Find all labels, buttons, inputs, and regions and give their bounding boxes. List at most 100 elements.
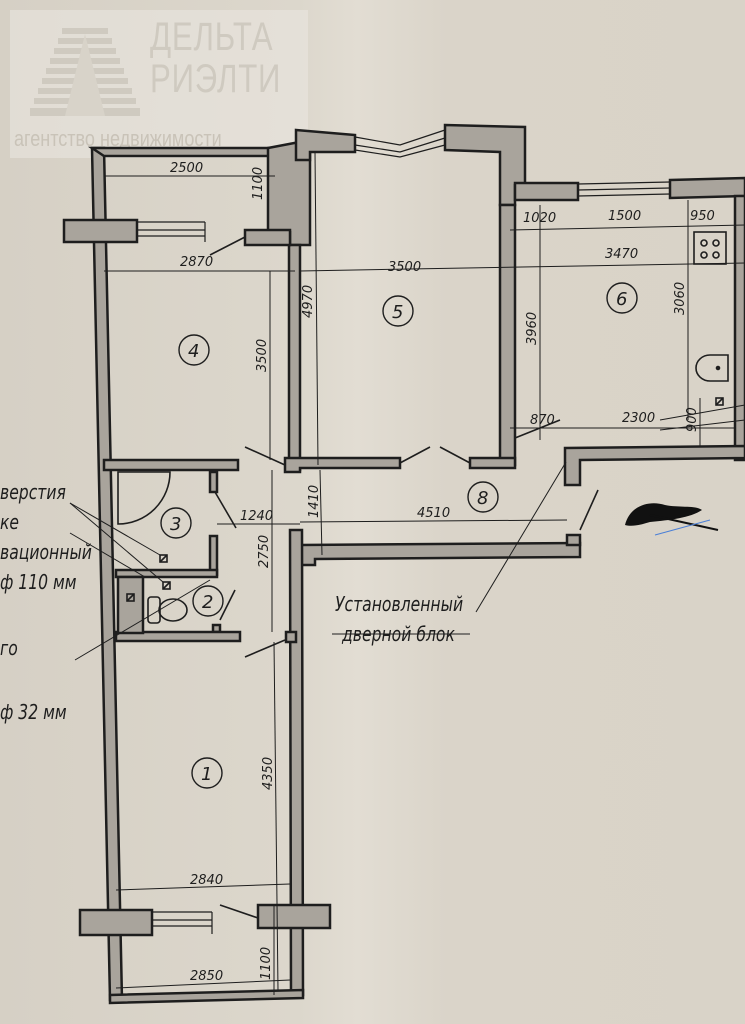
dim-hall-length: 4510 [417, 506, 450, 521]
door-room4 [244, 446, 286, 466]
balcony-slab-room1-right [256, 903, 332, 930]
room-8-marker [467, 481, 499, 513]
dim-room4-width: 2870 [180, 255, 213, 270]
kitchen-sink-icon [695, 354, 729, 382]
window-room4 [137, 221, 206, 242]
dim-room6-seg3: 950 [690, 209, 715, 224]
vent-icon-2 [162, 581, 171, 590]
watermark: ДЕЛЬТА РИЭЛТИ агентство недвижимости [10, 10, 308, 158]
dim-room1-length: 4350 [261, 757, 276, 790]
dim-room6-width: 3470 [605, 247, 638, 262]
door-swing-room5 [399, 446, 471, 464]
wall-bottom-room6 [563, 444, 745, 487]
window-room1 [152, 911, 213, 934]
vent-icon-4 [715, 397, 724, 406]
wall-bottom-room5-right [468, 456, 517, 470]
room-2-marker [192, 585, 224, 617]
note-diameter-110: ф 110 мм [0, 570, 77, 594]
door-balcony-room4 [209, 236, 246, 256]
wall-hall-end [565, 533, 582, 547]
stove-icon [693, 231, 727, 265]
dim-room6-length: 3960 [525, 312, 540, 345]
window-room6 [577, 181, 671, 197]
dim-room1-bottom: 2850 [190, 969, 223, 984]
dim-room6-bottom-left: 870 [530, 413, 555, 428]
walls [62, 123, 745, 1005]
wall-shaft [116, 575, 145, 635]
note-line-2: ке [0, 510, 20, 534]
room-markers [160, 282, 638, 789]
wall-bottom-room5-left [283, 456, 402, 474]
dim-bath-door: 1240 [240, 509, 273, 524]
wall-top-room6-right [668, 176, 745, 200]
room-2-label: 2 [202, 592, 213, 613]
dim-room1-width: 2840 [190, 873, 223, 888]
wall-top-room6-left [513, 181, 580, 202]
wall-5-6 [498, 203, 517, 467]
room-4-label: 4 [188, 341, 199, 362]
vent-icon-3 [126, 593, 135, 602]
shower-icon [117, 471, 171, 525]
dim-room6-niche: 900 [685, 407, 700, 432]
window-room5 [354, 129, 446, 158]
wall-top-room5-right [443, 123, 527, 207]
wall-bottom-wc [114, 630, 242, 643]
wall-bath-right-top [208, 470, 219, 494]
wall-4-5 [287, 243, 302, 472]
dim-corridor: 2750 [257, 535, 272, 568]
door-entrance [579, 489, 599, 531]
room-5-label: 5 [392, 302, 403, 323]
watermark-brand: ДЕЛЬТА РИЭЛТИ [150, 16, 281, 100]
door-balcony-room1 [219, 904, 259, 919]
wall-top-room5-left [294, 128, 357, 162]
balcony-slab-room1 [78, 908, 154, 937]
note-diameter-32: ф 32 мм [0, 700, 67, 724]
wall-bottom-room1 [108, 988, 305, 1005]
room-5-marker [382, 295, 414, 327]
dimension-lines [69, 151, 745, 995]
dim-room4-top: 2500 [170, 161, 203, 176]
dimension-labels: 2500 1100 2870 3500 3500 4970 1020 1500 … [170, 161, 715, 984]
note-door-block-2: дверной блок [342, 622, 455, 646]
toilet-icon [147, 596, 188, 624]
brand-line-1: ДЕЛЬТА [150, 15, 274, 59]
wall-stub-corridor [284, 630, 298, 644]
dim-room4-balcony: 1100 [251, 167, 266, 200]
note-openings: верстия [0, 480, 66, 504]
room-3-marker [160, 507, 192, 539]
dim-room6-seg2: 1500 [608, 209, 641, 224]
room-6-marker [606, 282, 638, 314]
door-bath [214, 491, 237, 529]
room-3-label: 3 [170, 514, 181, 535]
room-1-marker [191, 757, 223, 789]
fixtures [117, 231, 729, 919]
vent-icon-1 [159, 554, 168, 563]
wall-right [733, 194, 745, 462]
windows [137, 129, 671, 934]
balcony-slab-room4-right [243, 228, 292, 247]
door-room6 [514, 419, 561, 439]
wall-top-room4 [87, 146, 277, 158]
note-line-5: го [0, 636, 18, 660]
dim-room6-bottom-right: 2300 [622, 411, 655, 426]
redaction-scribble [625, 503, 719, 536]
room-4-marker [178, 334, 210, 366]
note-door-block-1: Установленный [335, 592, 464, 616]
dim-hall-width: 1410 [307, 485, 322, 518]
note-drain: вационный [0, 540, 92, 564]
dim-room5-length: 4970 [301, 285, 316, 318]
dim-room5-width: 3500 [388, 260, 421, 275]
brand-line-2: РИЭЛТИ [150, 57, 282, 101]
wall-bottom-room4 [102, 458, 240, 472]
dim-room6-kitchen: 3060 [673, 282, 688, 315]
door-wc [219, 589, 236, 621]
door-room1 [244, 639, 286, 658]
dim-room4-length: 3500 [255, 339, 270, 372]
room-labels: 4 5 6 3 2 8 1 [170, 289, 627, 785]
dim-room1-balcony: 1100 [259, 947, 274, 980]
wall-hall-bottom [298, 541, 582, 567]
room-6-label: 6 [616, 289, 627, 310]
room-1-label: 1 [201, 764, 212, 785]
